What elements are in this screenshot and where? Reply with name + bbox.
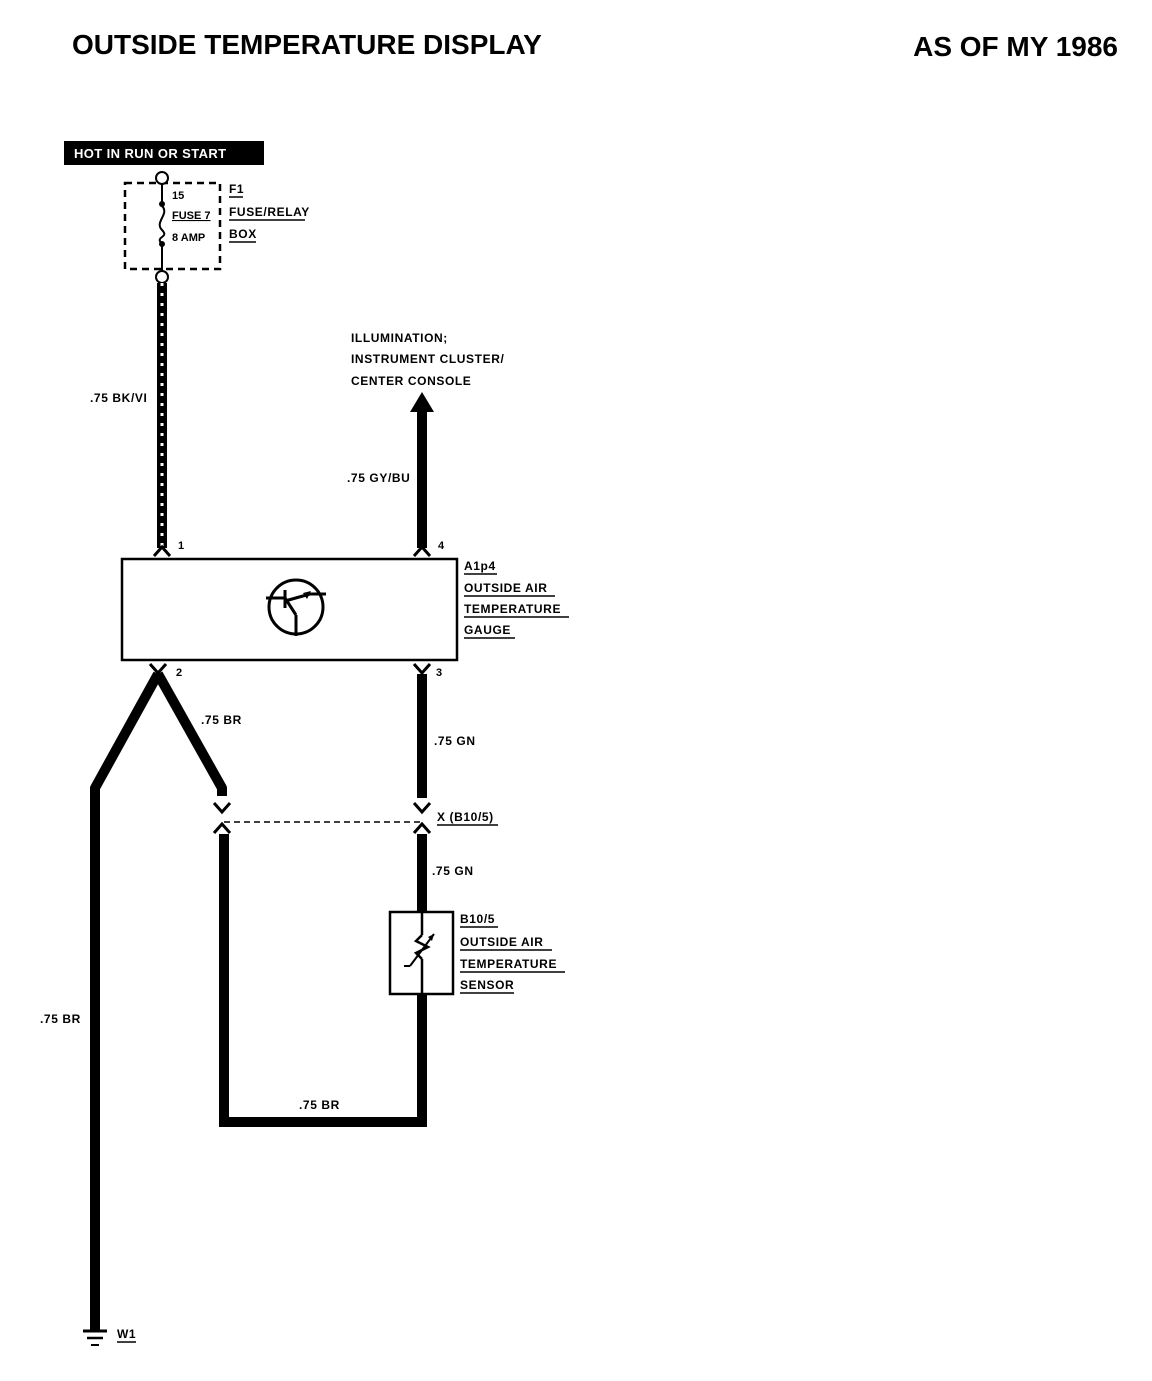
pin4-connector (412, 544, 432, 557)
sensor-id: B10/5 (460, 912, 495, 926)
fuse-element (158, 205, 166, 245)
sensor-return-wire (219, 834, 427, 1127)
pin3-connector (412, 663, 432, 676)
illumination-wire-label: .75 GY/BU (347, 471, 410, 485)
ground-label: W1 (117, 1327, 136, 1341)
fuse-input-terminal (155, 171, 169, 185)
pin2-connector (148, 663, 168, 676)
transistor-icon (266, 578, 326, 636)
sensor-name-3: SENSOR (460, 978, 514, 992)
ground-pin2-wire-label: .75 BR (201, 713, 242, 727)
gauge-pin-3: 3 (436, 667, 442, 679)
sensor-ground-wire-upper (153, 671, 227, 796)
signal-wire-lower-label: .75 GN (432, 864, 474, 878)
sensor-return-wire-label: .75 BR (299, 1098, 340, 1112)
ground-icon (83, 1329, 107, 1346)
fuse-box-name-1: FUSE/RELAY (229, 205, 310, 219)
power-label-box (64, 141, 264, 165)
fuse-terminal-number: 15 (172, 190, 184, 202)
illumination-label-3: CENTER CONSOLE (351, 374, 471, 388)
pin1-connector (152, 544, 172, 557)
temperature-gauge-box (120, 557, 459, 662)
power-label: HOT IN RUN OR START (74, 146, 227, 161)
gauge-pin-1: 1 (178, 540, 184, 552)
connector-right-male (412, 802, 432, 815)
model-year-label: AS OF MY 1986 (913, 31, 1118, 62)
fuse-box-id: F1 (229, 182, 244, 196)
sensor-name-1: OUTSIDE AIR (460, 935, 544, 949)
signal-wire-upper-label: .75 GN (434, 734, 476, 748)
thermistor-icon (404, 912, 435, 994)
feed-wire-label: .75 BK/VI (90, 391, 147, 405)
connector-right-female (412, 821, 432, 834)
fuse-relay-box (123, 181, 222, 271)
fuse-number: FUSE 7 (172, 210, 211, 222)
gauge-name-1: OUTSIDE AIR (464, 581, 548, 595)
fuse-box-name-2: BOX (229, 227, 257, 241)
illumination-label-1: ILLUMINATION; (351, 331, 448, 345)
connector-label: X (B10/5) (437, 810, 494, 824)
fuse-amperage: 8 AMP (172, 232, 205, 244)
gauge-id: A1p4 (464, 559, 496, 573)
connector-left-male (212, 802, 232, 815)
gauge-pin-4: 4 (438, 540, 445, 552)
main-ground-wire-label: .75 BR (40, 1012, 81, 1026)
gauge-pin-2: 2 (176, 667, 182, 679)
diagram-title: OUTSIDE TEMPERATURE DISPLAY (72, 29, 542, 60)
fuse-output-terminal (155, 270, 169, 284)
illumination-label-2: INSTRUMENT CLUSTER/ (351, 352, 504, 366)
illumination-arrow (410, 392, 434, 412)
gauge-name-3: GAUGE (464, 623, 511, 637)
connector-left-female (212, 821, 232, 834)
main-ground-wire (90, 671, 163, 1330)
fuse-node-top (159, 201, 165, 207)
gauge-name-2: TEMPERATURE (464, 602, 561, 616)
sensor-name-2: TEMPERATURE (460, 957, 557, 971)
